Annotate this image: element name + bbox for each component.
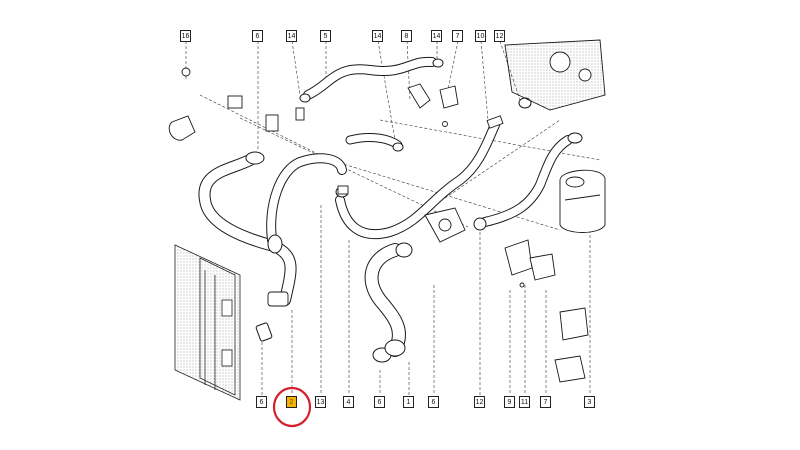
part-label-bottom-8[interactable]: 12 [474,396,485,408]
hoses [198,56,573,357]
part-label-bottom-11[interactable]: 7 [540,396,551,408]
radiator [174,244,241,401]
part-label-top-2[interactable]: 6 [252,30,263,42]
part-label-top-6[interactable]: 8 [401,30,412,42]
part-label-bottom-4[interactable]: 4 [343,396,354,408]
part-label-bottom-2-highlighted[interactable]: 2 [286,396,297,408]
part-label-top-3[interactable]: 14 [286,30,297,42]
part-label-top-10[interactable]: 12 [494,30,505,42]
part-label-top-7[interactable]: 14 [431,30,442,42]
brackets-and-fittings [168,39,606,383]
hose-clamps [245,58,583,363]
part-label-top-4[interactable]: 5 [320,30,331,42]
part-label-bottom-6[interactable]: 1 [403,396,414,408]
part-label-bottom-5[interactable]: 6 [374,396,385,408]
part-label-top-9[interactable]: 10 [475,30,486,42]
part-label-bottom-12[interactable]: 3 [584,396,595,408]
part-label-bottom-3[interactable]: 13 [315,396,326,408]
part-label-top-5[interactable]: 14 [372,30,383,42]
part-label-bottom-10[interactable]: 11 [519,396,530,408]
part-label-top-1[interactable]: 16 [180,30,191,42]
part-label-bottom-1[interactable]: 6 [256,396,267,408]
part-label-bottom-7[interactable]: 6 [428,396,439,408]
part-label-top-8[interactable]: 7 [452,30,463,42]
part-label-bottom-9[interactable]: 9 [504,396,515,408]
